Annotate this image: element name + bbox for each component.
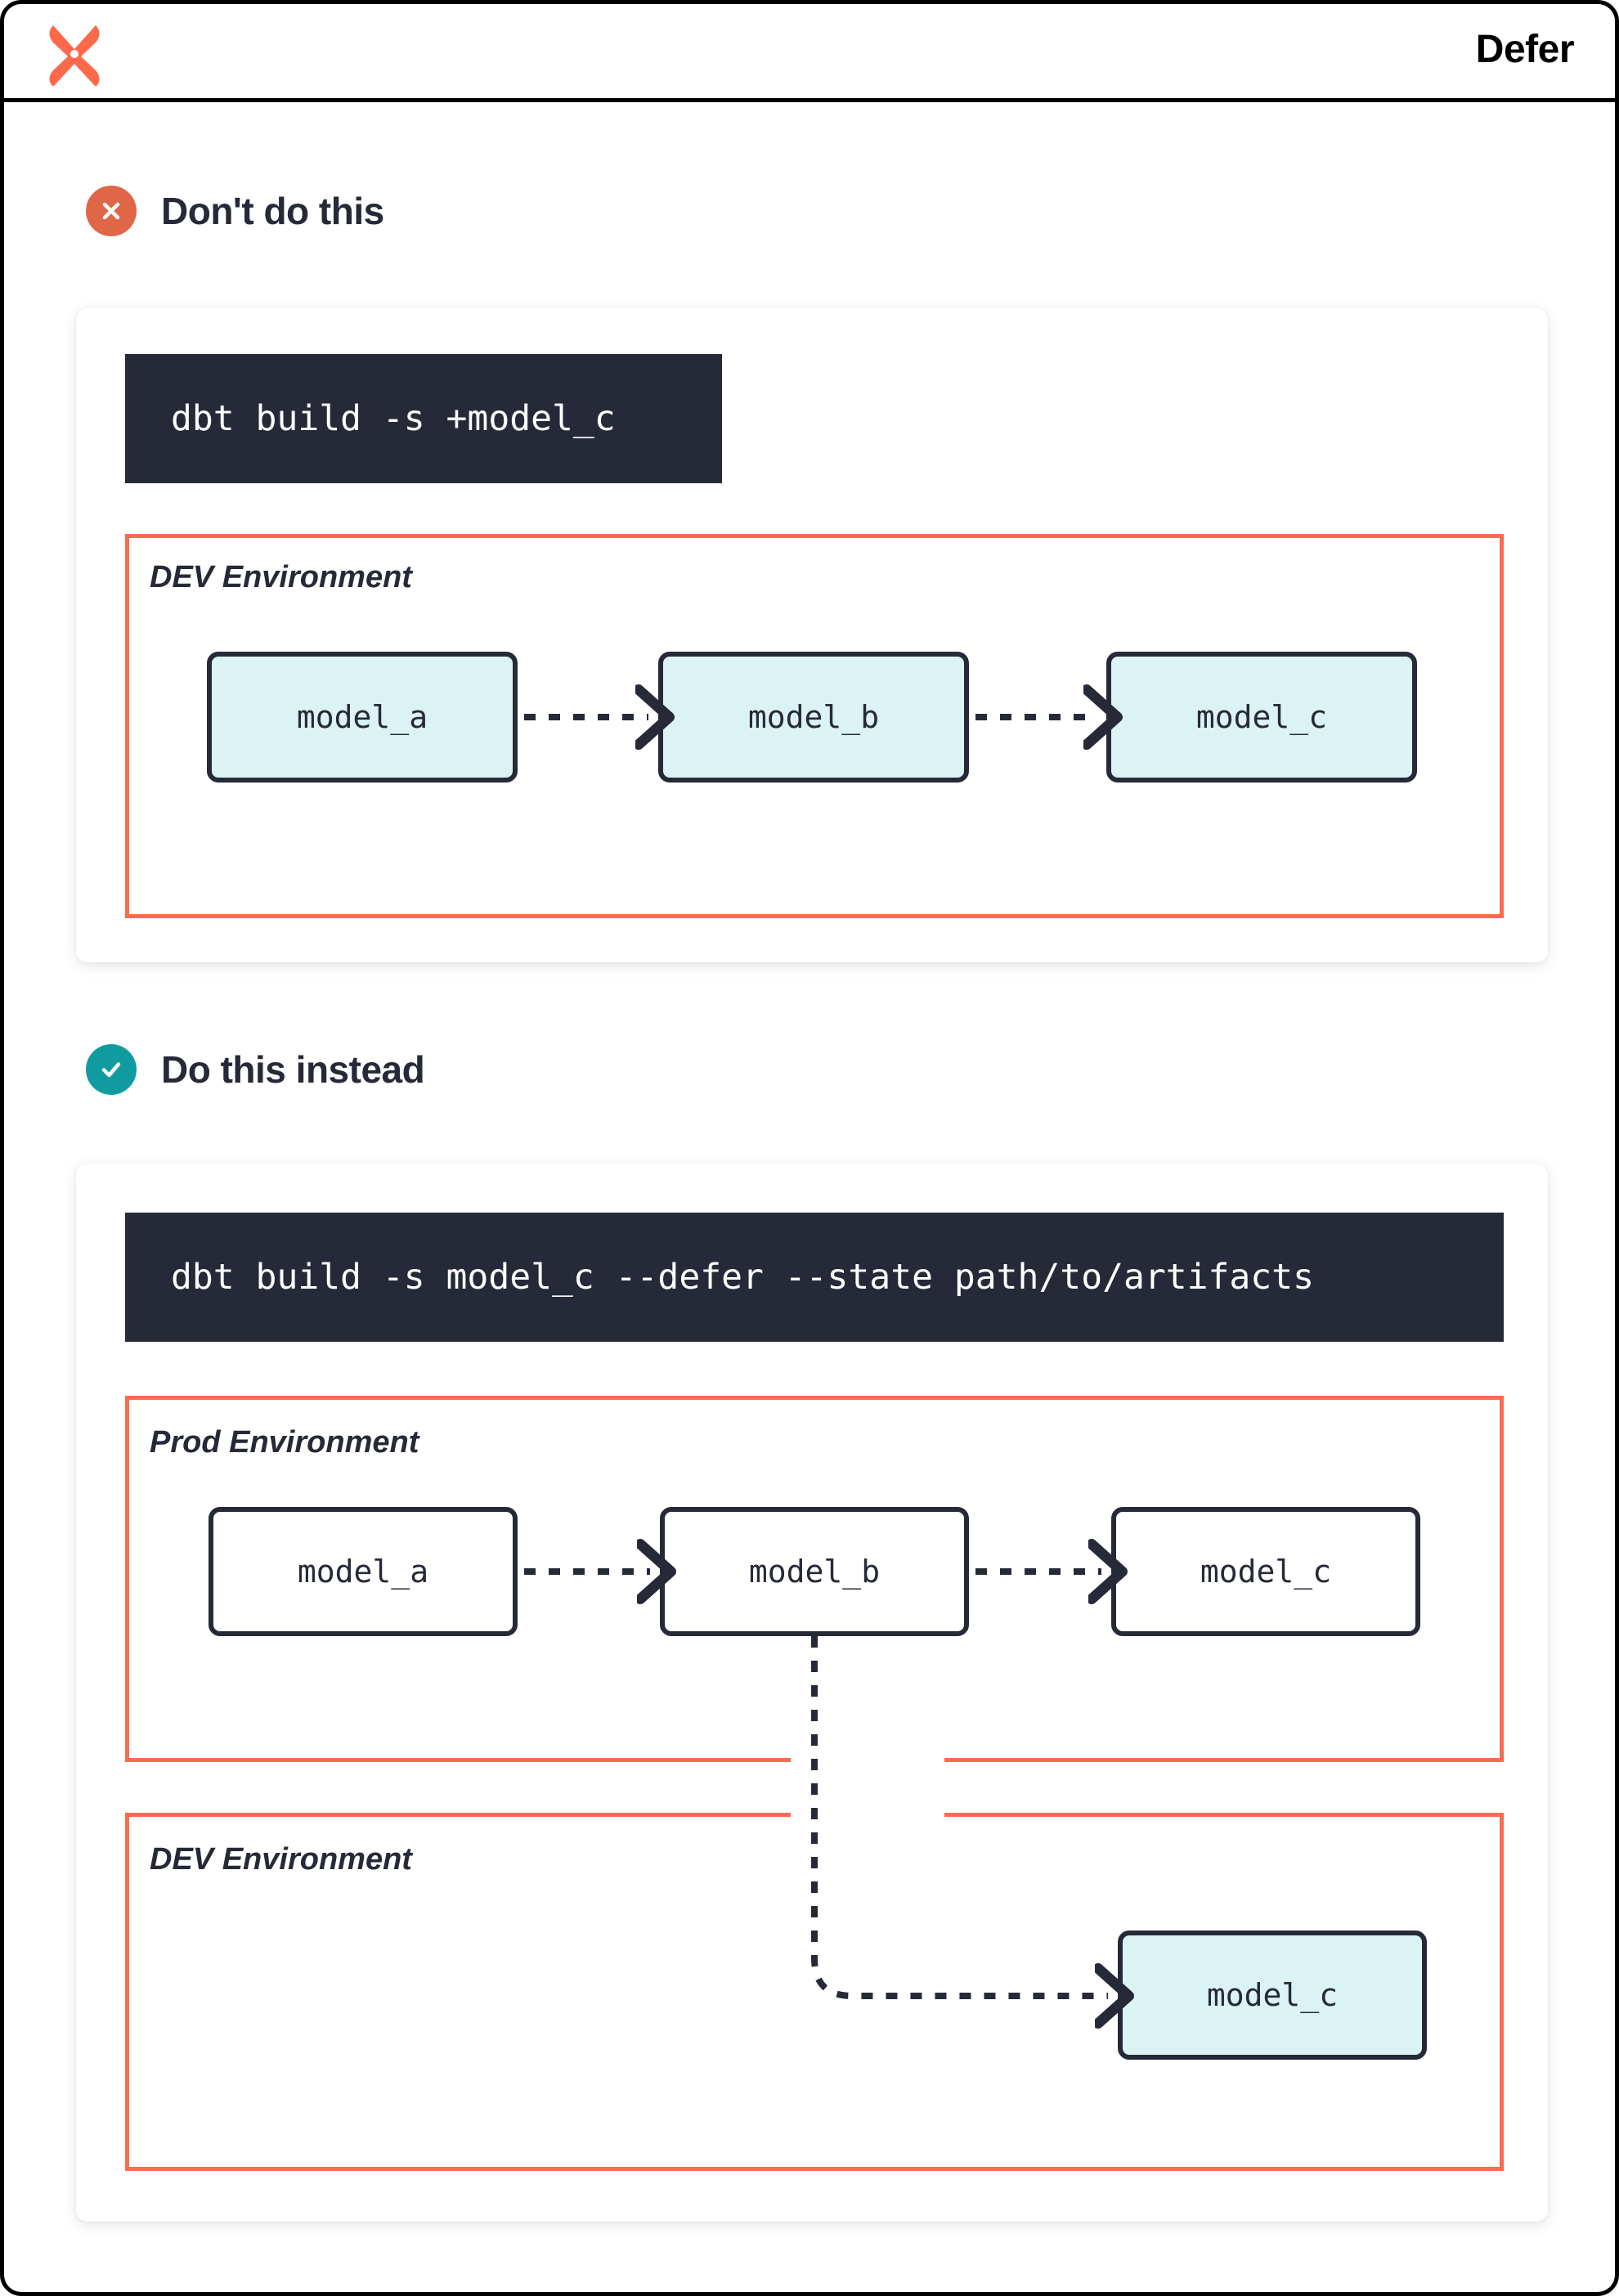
section-heading-do: Do this instead: [86, 1044, 425, 1095]
code-block-do: dbt build -s model_c --defer --state pat…: [125, 1213, 1504, 1342]
env-box-dev-dont: [125, 534, 1504, 918]
env-label-dev-do: DEV Environment: [150, 1842, 412, 1877]
model-node-c-prod[interactable]: model_c: [1111, 1507, 1420, 1636]
env-label-prod-do: Prod Environment: [150, 1425, 419, 1460]
connector-gap-dev: [791, 1807, 944, 1823]
connector-gap-prod: [791, 1752, 944, 1769]
x-circle-icon: [86, 186, 137, 236]
model-node-a-prod[interactable]: model_a: [209, 1507, 518, 1636]
page-title: Defer: [1475, 28, 1575, 71]
page-header: Defer: [4, 4, 1615, 102]
model-node-c-dont[interactable]: model_c: [1106, 652, 1417, 783]
code-block-dont: dbt build -s +model_c: [125, 354, 722, 483]
dbt-logo-icon: [45, 20, 104, 87]
model-node-b-dont[interactable]: model_b: [658, 652, 969, 783]
model-node-c-dev[interactable]: model_c: [1118, 1931, 1427, 2060]
section-title-do: Do this instead: [161, 1048, 425, 1091]
check-circle-icon: [86, 1044, 137, 1095]
model-node-b-prod[interactable]: model_b: [660, 1507, 969, 1636]
env-label-dev-dont: DEV Environment: [150, 560, 412, 594]
section-heading-dont: Don't do this: [86, 186, 384, 236]
section-title-dont: Don't do this: [161, 190, 384, 232]
model-node-a-dont[interactable]: model_a: [207, 652, 518, 783]
